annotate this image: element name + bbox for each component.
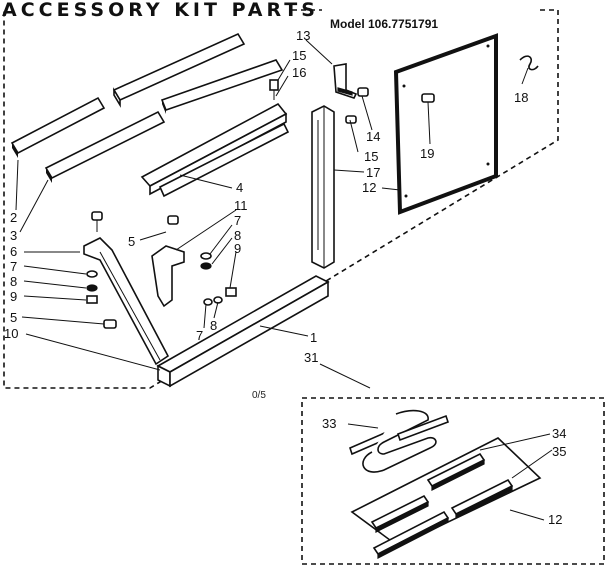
callout-31: 31 — [304, 350, 318, 365]
callout-7-right: 7 — [234, 213, 241, 228]
leader-lines — [15, 39, 529, 389]
callout-1: 1 — [310, 330, 317, 345]
callout-labels: 2 3 4 5 6 7 8 9 5 10 11 7 8 9 7 8 1 13 1… — [4, 28, 528, 365]
callout-4: 4 — [236, 180, 243, 195]
screw-part-5-right — [167, 215, 179, 225]
kit-outline-frame — [3, 9, 559, 389]
callout-15-upper: 15 — [292, 48, 306, 63]
callout-10: 10 — [4, 326, 18, 341]
screw-part-5-left — [91, 211, 103, 232]
callout-8-right: 8 — [234, 228, 241, 243]
channel-part-4 — [140, 102, 290, 198]
callout-12-panel: 12 — [362, 180, 376, 195]
screw-part-19 — [421, 93, 435, 103]
callout-35: 35 — [552, 444, 566, 459]
bracket-part-11 — [151, 245, 185, 308]
channel-part-17 — [311, 105, 335, 269]
bottom-rail-part-1 — [156, 275, 330, 388]
callout-5-upper: 5 — [128, 234, 135, 249]
callout-9-right: 9 — [234, 241, 241, 256]
hardware-stack-left — [86, 270, 98, 304]
strap-part-33 — [349, 409, 450, 473]
filler-rail-upper-left — [112, 32, 246, 108]
callout-18: 18 — [514, 90, 528, 105]
callout-9-left: 9 — [10, 289, 17, 304]
model-number: Model 106.7751791 — [330, 17, 438, 31]
callout-13: 13 — [296, 28, 310, 43]
filler-rail-part-3 — [44, 110, 166, 183]
callout-34: 34 — [552, 426, 566, 441]
callout-8-left: 8 — [10, 274, 17, 289]
panel-part-12 — [393, 33, 498, 215]
callout-14: 14 — [366, 129, 380, 144]
filler-rail-upper-right — [160, 59, 284, 114]
callout-17: 17 — [366, 165, 380, 180]
subkit-31-box: 33 34 35 12 — [301, 397, 605, 565]
bracket-part-13 — [333, 63, 358, 99]
callout-2: 2 — [10, 210, 17, 225]
screw-part-15-top — [357, 87, 369, 97]
callout-7-left: 7 — [10, 259, 17, 274]
callout-15-lower: 15 — [364, 149, 378, 164]
diagram-title: ACCESSORY KIT PARTS — [2, 0, 319, 21]
screw-part-5-lower — [103, 319, 117, 329]
callout-11: 11 — [234, 198, 248, 213]
hardware-stack-right — [200, 252, 237, 306]
screw-part-16 — [269, 79, 279, 100]
callout-7-bottom: 7 — [196, 328, 203, 343]
callout-16: 16 — [292, 65, 306, 80]
base-plate-part-12 — [350, 437, 542, 559]
callout-8-bottom: 8 — [210, 318, 217, 333]
callout-12-subkit: 12 — [548, 512, 562, 527]
callout-6: 6 — [10, 244, 17, 259]
support-leg-part-10 — [83, 237, 170, 366]
filler-rail-part-2 — [10, 96, 106, 158]
callout-5-lower: 5 — [10, 310, 17, 325]
callout-19: 19 — [420, 146, 434, 161]
clip-part-18 — [519, 55, 539, 71]
callout-3: 3 — [10, 228, 17, 243]
footnote-mark: 0/5 — [252, 390, 266, 401]
callout-33: 33 — [322, 416, 336, 431]
